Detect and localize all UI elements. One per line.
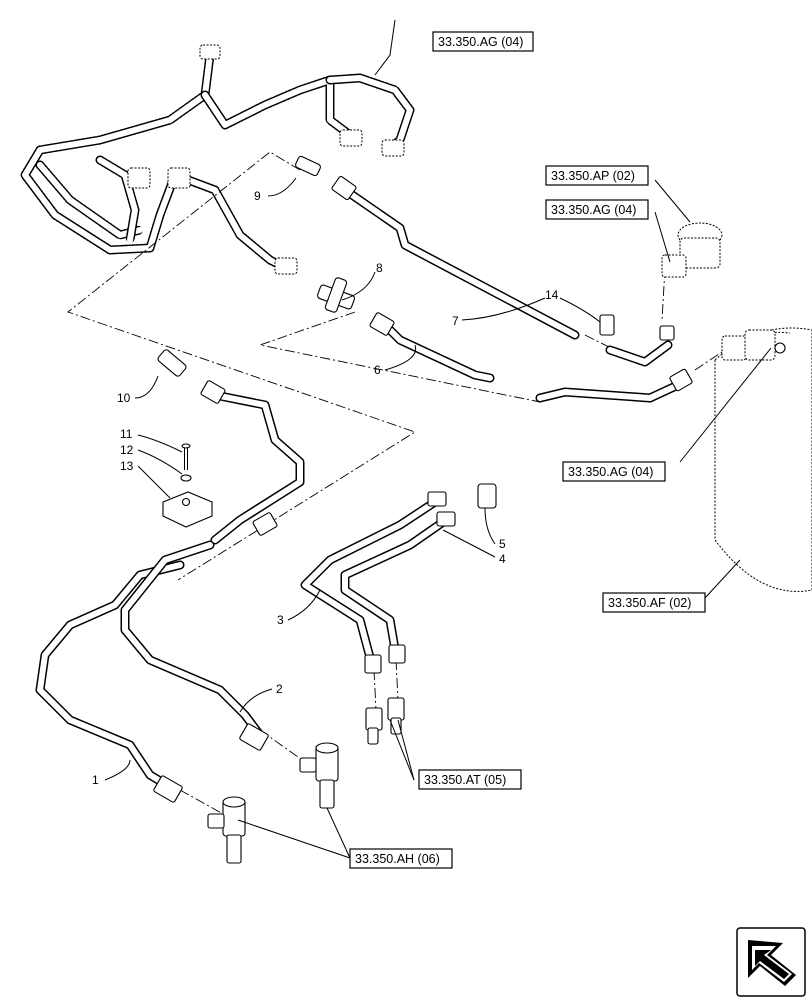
- ref-ag-valve[interactable]: 33.350.AG (04): [545, 199, 649, 220]
- ref-ah[interactable]: 33.350.AH (06): [349, 848, 453, 869]
- callout-7: 7: [452, 314, 459, 328]
- ref-ag-tank-label: 33.350.AG (04): [568, 465, 653, 479]
- ref-at[interactable]: 33.350.AT (05): [418, 769, 522, 790]
- callout-14: 14: [545, 288, 559, 302]
- clamp-assembly: [162, 443, 213, 528]
- fitting-8-tee: [316, 277, 356, 313]
- pipe-4: [340, 511, 456, 664]
- callout-9: 9: [254, 189, 261, 203]
- callout-11: 11: [120, 427, 133, 441]
- pipe-1: [35, 560, 185, 803]
- fittings-ah: [207, 742, 339, 864]
- sleeve-14: [599, 314, 615, 336]
- fitting-9: [295, 155, 321, 177]
- ref-ag-top-label: 33.350.AG (04): [438, 35, 523, 49]
- ref-af[interactable]: 33.350.AF (02): [602, 592, 706, 613]
- callout-numbers: 9 8 10 7 6 14 11 12 13 5 4 3 2 1: [92, 189, 559, 787]
- pipe-upper-pair: [200, 380, 305, 545]
- ref-ag-valve-label: 33.350.AG (04): [551, 203, 636, 217]
- ref-at-label: 33.350.AT (05): [424, 773, 506, 787]
- ref-af-label: 33.350.AF (02): [608, 596, 691, 610]
- callout-4: 4: [499, 552, 506, 566]
- callout-1: 1: [92, 773, 99, 787]
- callout-6: 6: [374, 363, 381, 377]
- phantom-harness: [20, 44, 415, 275]
- callout-5: 5: [499, 537, 506, 551]
- fitting-5: [477, 483, 497, 509]
- callout-10: 10: [117, 391, 131, 405]
- fittings-at: [365, 697, 405, 745]
- ref-ag-top[interactable]: 33.350.AG (04): [432, 31, 534, 52]
- ref-ag-tank[interactable]: 33.350.AG (04): [562, 461, 666, 482]
- pipe-2: [120, 540, 269, 751]
- air-tank: [714, 327, 812, 592]
- arrow-back-icon[interactable]: [736, 927, 806, 997]
- ref-ap-label: 33.350.AP (02): [551, 169, 635, 183]
- pipe-3: [300, 491, 447, 674]
- fitting-10: [157, 349, 187, 377]
- ref-ah-label: 33.350.AH (06): [355, 852, 440, 866]
- callout-3: 3: [277, 613, 284, 627]
- valve-ap: [661, 222, 723, 278]
- leader-lines: [104, 19, 772, 859]
- pipe-6: [369, 312, 693, 403]
- ref-ap[interactable]: 33.350.AP (02): [545, 165, 649, 186]
- callout-8: 8: [376, 261, 383, 275]
- pipe-7: [331, 175, 675, 367]
- callout-2: 2: [276, 682, 283, 696]
- callout-12: 12: [120, 443, 134, 457]
- callout-13: 13: [120, 459, 134, 473]
